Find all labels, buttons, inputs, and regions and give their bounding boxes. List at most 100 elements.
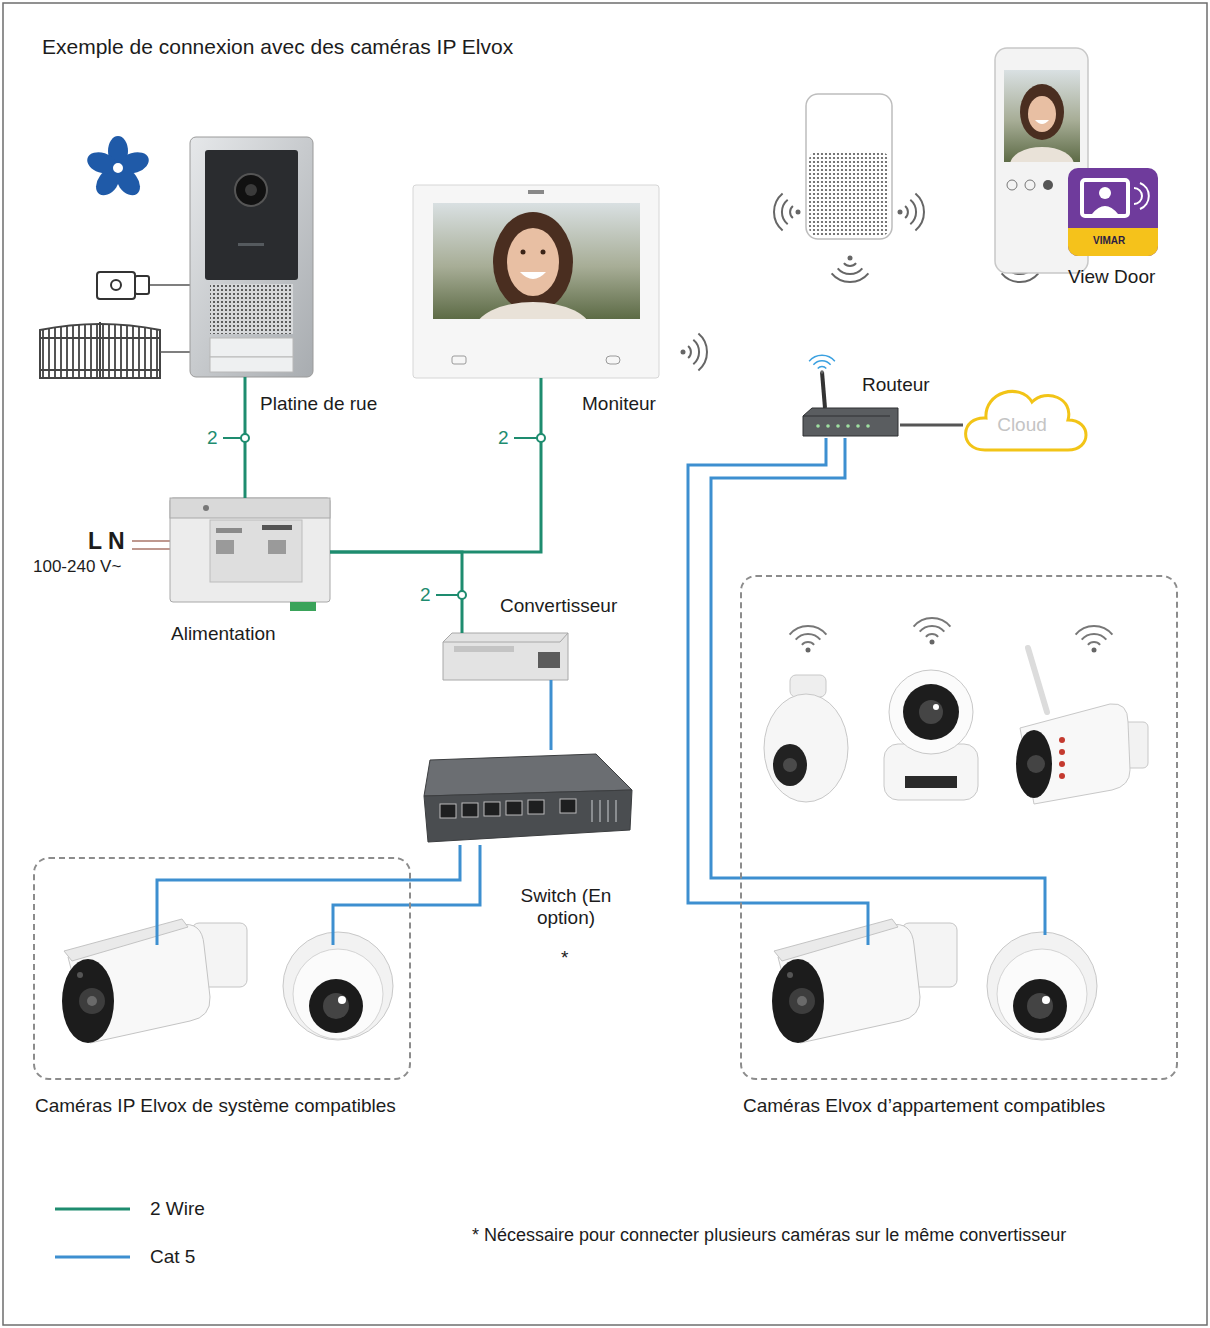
app-icon — [1082, 180, 1128, 216]
cable-continuation — [740, 878, 1045, 935]
converter-device — [454, 646, 514, 652]
converter-device — [560, 633, 568, 642]
device-label: Convertisseur — [500, 595, 660, 617]
smartphone — [1035, 120, 1049, 124]
cable-connector — [688, 438, 826, 903]
cable-continuation — [740, 903, 868, 945]
monitor-device — [413, 185, 659, 378]
device-label: Platine de rue — [260, 393, 420, 415]
device-node: Moniteur — [413, 185, 659, 378]
group-caption: Caméras Elvox d’appartement compatibles — [743, 1095, 1203, 1117]
network-switch — [591, 800, 593, 822]
annotation-label: L N — [88, 528, 148, 554]
outer-frame — [3, 3, 1207, 1325]
camera-illustrations — [283, 932, 393, 1040]
wire-count-tick — [514, 434, 545, 442]
network-switch — [484, 802, 500, 816]
power-supply — [268, 540, 286, 554]
cable-connector — [411, 845, 460, 880]
monitor-device — [433, 203, 640, 319]
door-panel — [190, 137, 313, 377]
wifi-cameras — [1059, 761, 1065, 767]
group-caption: Caméras IP Elvox de système compatibles — [35, 1095, 475, 1117]
annotation-label: * — [561, 947, 581, 969]
network-switch — [599, 800, 601, 822]
monitor-device — [413, 185, 659, 378]
smartphone — [1020, 84, 1064, 140]
network-switch — [424, 754, 632, 842]
diagram-title: Exemple de connexion avec des caméras IP… — [42, 35, 742, 59]
router-device — [866, 424, 870, 428]
legend-label: 2 Wire — [150, 1198, 270, 1220]
annotation-label: * Nécessaire pour connecter plusieurs ca… — [472, 1225, 1210, 1246]
wifi-cameras — [919, 700, 943, 724]
router-device — [803, 416, 890, 417]
smartphone — [1007, 180, 1017, 190]
camera-illustrations — [987, 932, 1097, 1040]
power-supply — [170, 498, 330, 518]
power-supply — [262, 525, 292, 530]
smartphone — [1025, 180, 1035, 190]
power-supply — [216, 540, 234, 554]
network-switch — [560, 799, 576, 813]
converter-device — [443, 642, 560, 643]
network-switch — [424, 754, 632, 796]
wire-count-tick — [514, 437, 541, 439]
wifi-cameras — [1027, 755, 1045, 773]
wire-count-tick — [537, 434, 545, 442]
wifi-cameras — [773, 744, 807, 786]
monitor-device — [541, 250, 546, 255]
wifi-cameras — [1076, 626, 1113, 652]
badge-symbol — [112, 162, 124, 174]
camera-illustrations — [62, 919, 1097, 1043]
legend-sample — [55, 1209, 130, 1257]
wifi-cameras — [790, 626, 827, 652]
wifi-cameras — [764, 618, 1148, 804]
wifi-cameras — [889, 670, 973, 754]
wire-count-tick — [458, 591, 466, 599]
monitor-device — [606, 356, 620, 364]
cable-connector — [411, 845, 480, 905]
lock-symbol — [97, 272, 190, 299]
device-label: Routeur — [862, 374, 962, 396]
door-panel — [190, 137, 313, 377]
wifi-cameras — [1016, 730, 1052, 798]
door-panel — [238, 243, 264, 246]
annotation-label: VIMAR — [1093, 235, 1153, 247]
legend-sample — [55, 1208, 130, 1211]
router-device — [836, 424, 840, 428]
wifi-cameras — [783, 758, 797, 772]
network-switch — [607, 800, 609, 822]
wire-count: 2 — [420, 584, 431, 606]
mains-wires — [132, 548, 170, 550]
wifi-cameras — [905, 776, 957, 788]
camera-group: Caméras Elvox d’appartement compatibles — [740, 575, 1178, 1080]
power-supply — [210, 520, 302, 582]
annotation-label: View Door — [1068, 266, 1188, 288]
lock-symbol — [97, 272, 135, 299]
door-panel — [245, 184, 257, 196]
smartphone — [1010, 147, 1074, 162]
legend-sample — [55, 1256, 130, 1259]
wifi-cameras — [914, 618, 951, 644]
network-switch — [506, 801, 522, 815]
wire-count: 2 — [498, 427, 509, 449]
power-supply — [170, 498, 330, 611]
lock-symbol — [135, 276, 149, 294]
wire-count-tick — [436, 591, 466, 599]
app-icon — [1099, 187, 1111, 199]
monitor-device — [507, 228, 559, 296]
wireless-symbol — [898, 194, 924, 231]
device-node: Routeur — [800, 365, 900, 438]
app-icon — [1092, 206, 1118, 214]
app-icon — [1140, 183, 1149, 209]
wifi-cameras — [933, 704, 939, 710]
app-icon — [1068, 168, 1158, 256]
wire-count-tick — [223, 437, 245, 439]
device-node: Convertisseur — [443, 633, 568, 680]
cable-continuation — [333, 905, 411, 945]
monitor-device — [520, 272, 546, 279]
cable-continuation — [157, 878, 1045, 945]
network-switch — [462, 803, 478, 817]
